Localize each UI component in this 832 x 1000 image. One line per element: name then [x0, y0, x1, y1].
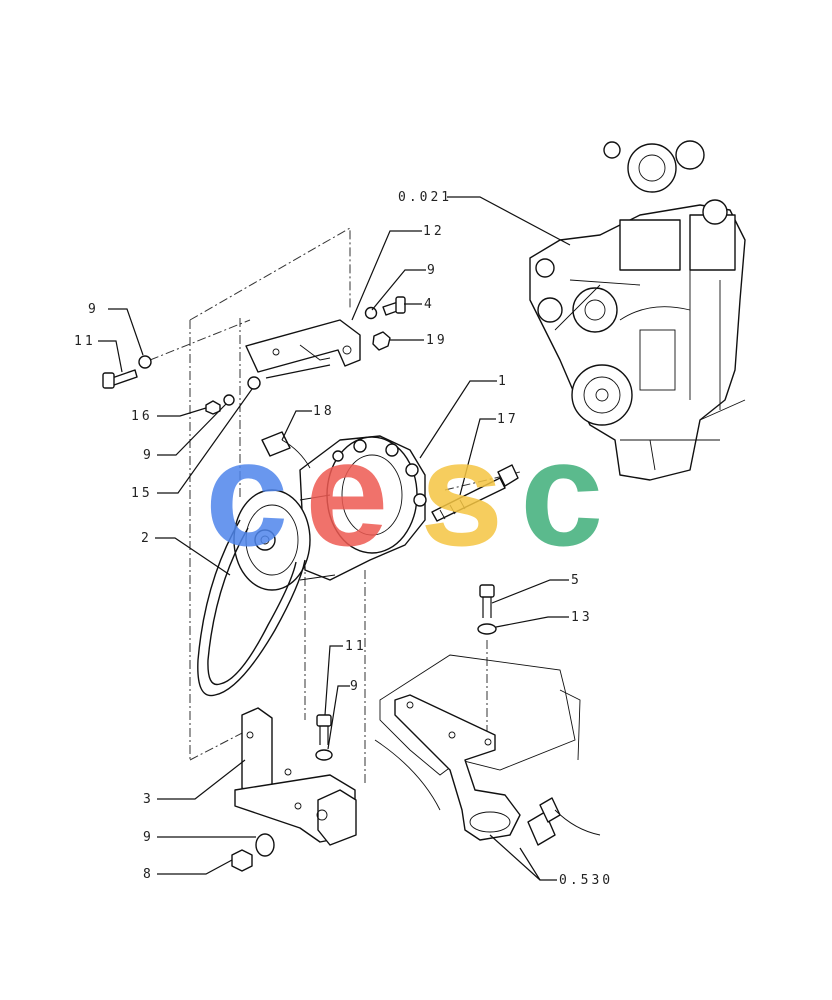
callout-0-021: 0.021 — [398, 190, 452, 205]
callout-9-bottom: 9 — [143, 830, 154, 845]
watermark-letter-c2: c — [520, 409, 603, 577]
washer-9-bottom — [255, 833, 275, 857]
callout-18: 18 — [313, 404, 335, 419]
callout-3: 3 — [143, 792, 154, 807]
engine-assembly — [529, 140, 746, 481]
callout-9-top: 9 — [427, 263, 438, 278]
callout-0-530: 0.530 — [559, 873, 613, 888]
callout-1: 1 — [498, 374, 509, 389]
drive-belt — [197, 519, 306, 697]
bolt-4 — [382, 296, 406, 316]
washer-9-mid — [223, 394, 235, 406]
callout-19: 19 — [426, 333, 448, 348]
washer-15 — [247, 376, 261, 390]
callout-11-lower: 11 — [345, 639, 367, 654]
lower-bracket — [234, 707, 357, 846]
callout-2: 2 — [141, 531, 152, 546]
washer-9-left — [138, 355, 152, 369]
callout-labels: 0.021 12 9 4 19 9 11 16 9 18 15 1 17 2 5… — [74, 190, 613, 888]
sensor-0530 — [527, 797, 601, 846]
callout-11-left: 11 — [74, 334, 96, 349]
watermark-letter-e: e — [305, 409, 388, 577]
callout-9-lower: 9 — [350, 679, 361, 694]
callout-5: 5 — [571, 573, 582, 588]
washer-9-upper — [364, 306, 378, 320]
nut-19 — [372, 331, 391, 351]
bolt-5 — [479, 584, 495, 618]
alignment-lines — [149, 227, 521, 785]
dipstick-bracket — [394, 694, 521, 841]
bolt-17 — [431, 464, 519, 522]
bolt-11-left — [102, 369, 138, 389]
washer-9-lower — [315, 749, 333, 761]
callout-8: 8 — [143, 867, 154, 882]
watermark-logo: c e s c — [205, 409, 603, 577]
watermark-letter-c1: c — [205, 409, 288, 577]
engine-block-outline — [374, 654, 581, 811]
watermark-letter-s: s — [420, 409, 503, 577]
callout-4: 4 — [424, 297, 435, 312]
nut-8 — [231, 849, 253, 872]
bolt-11-lower — [316, 714, 332, 745]
washer-13 — [477, 623, 497, 635]
upper-bracket — [245, 319, 361, 373]
nut-16 — [205, 400, 221, 415]
callout-16: 16 — [131, 409, 153, 424]
stud-15 — [265, 364, 331, 379]
callout-17: 17 — [497, 412, 519, 427]
callout-13: 13 — [571, 610, 593, 625]
leader-lines — [98, 196, 571, 881]
callout-9-mid: 9 — [143, 448, 154, 463]
callout-15: 15 — [131, 486, 153, 501]
callout-9-left: 9 — [88, 302, 99, 317]
callout-12: 12 — [423, 224, 445, 239]
